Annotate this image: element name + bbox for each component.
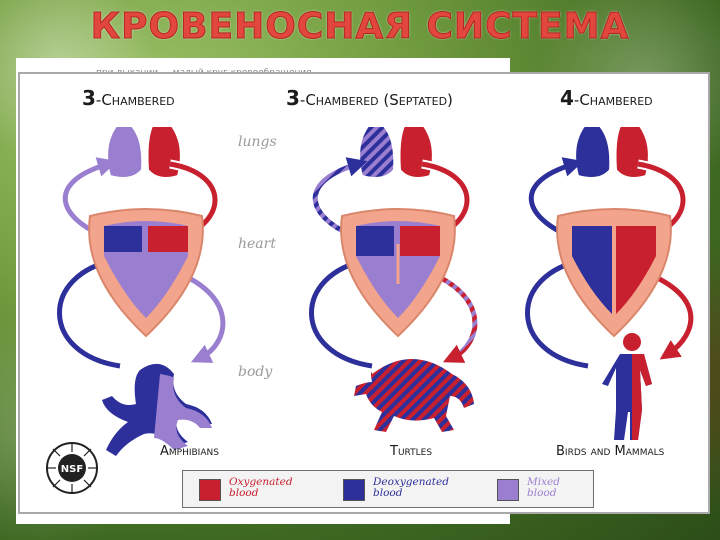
mammal-loop-from-body bbox=[525, 251, 594, 369]
turtle-lung-right bbox=[398, 125, 434, 179]
circulation-drawings bbox=[55, 125, 696, 456]
mammal-lung-left bbox=[574, 125, 612, 179]
nsf-logo: NSF bbox=[46, 442, 98, 494]
legend-swatch-mixed bbox=[497, 479, 519, 501]
amphibian-circuit bbox=[55, 125, 228, 456]
human-silhouette bbox=[602, 333, 652, 440]
legend-label-oxygenated: Oxygenated blood bbox=[229, 476, 293, 499]
legend-swatch-oxygenated bbox=[199, 479, 221, 501]
mammal-circuit bbox=[523, 125, 696, 440]
label-birds-and-mammals: Birds and Mammals bbox=[556, 444, 665, 459]
row-label-heart: heart bbox=[238, 236, 276, 252]
svg-text:NSF: NSF bbox=[61, 464, 83, 475]
blood-type-legend: Oxygenated blood Deoxygenated blood Mixe… bbox=[182, 470, 594, 508]
amphibian-lung-right bbox=[146, 125, 182, 179]
label-amphibians: Amphibians bbox=[160, 444, 219, 459]
row-label-lungs: lungs bbox=[238, 134, 277, 150]
amphibian-lung-left bbox=[106, 125, 144, 179]
legend-swatch-deoxygenated bbox=[343, 479, 365, 501]
mammal-lung-right bbox=[614, 125, 650, 179]
turtle-loop-from-body bbox=[309, 251, 378, 369]
header-3-chambered: 3-Chambered bbox=[82, 86, 175, 110]
circulation-diagram-panel: 3-Chambered 3-Chambered (Septated) 4-Cha… bbox=[18, 72, 710, 514]
slide-title: КРОВЕНОСНАЯ СИСТЕМА bbox=[90, 6, 630, 48]
legend-label-mixed: Mixed blood bbox=[527, 476, 560, 499]
turtle-circuit bbox=[307, 125, 480, 432]
turtle-lung-left bbox=[358, 125, 396, 179]
header-3-chambered-septated: 3-Chambered (Septated) bbox=[286, 86, 453, 110]
header-4-chambered: 4-Chambered bbox=[560, 86, 653, 110]
turtle-silhouette bbox=[354, 359, 474, 432]
row-label-body: body bbox=[238, 364, 273, 380]
label-turtles: Turtles bbox=[390, 444, 433, 459]
legend-label-deoxygenated: Deoxygenated blood bbox=[373, 476, 449, 499]
